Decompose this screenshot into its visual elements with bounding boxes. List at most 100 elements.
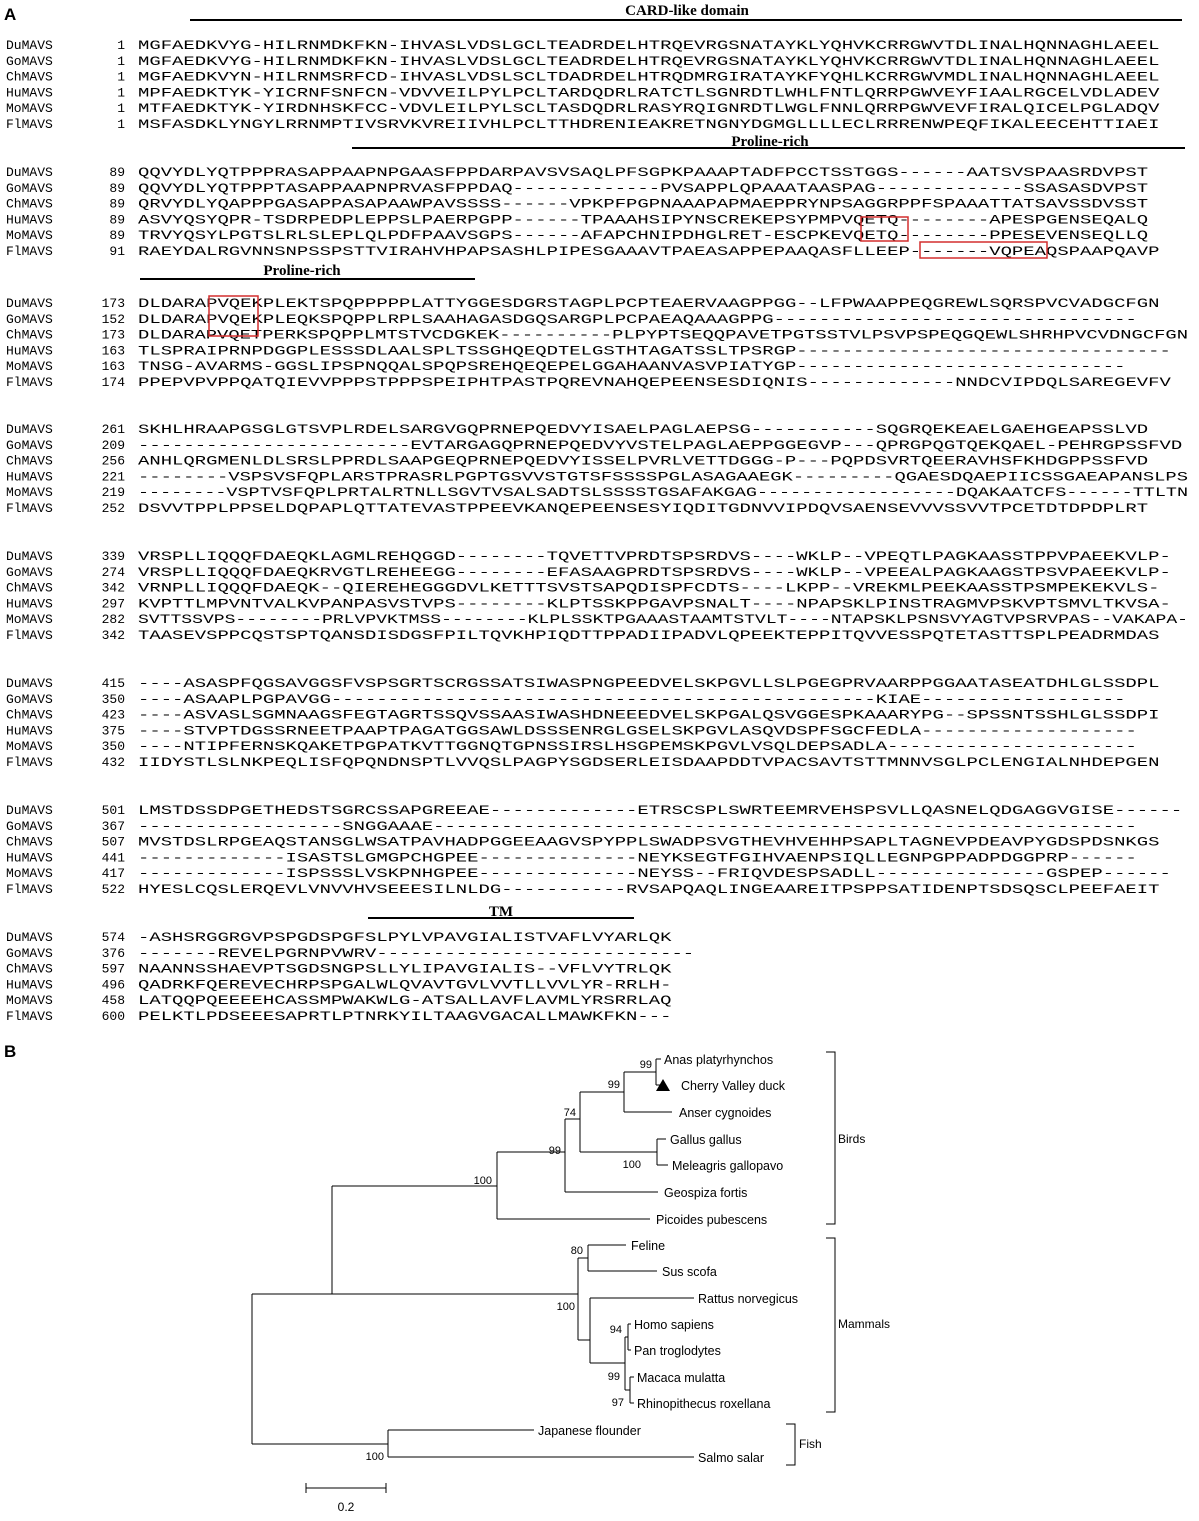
taxon-label-pan: Pan troglodytes: [634, 1344, 721, 1358]
alignment-start-position: 152: [102, 312, 125, 327]
alignment-species-name: MoMAVS: [6, 866, 53, 881]
bootstrap-macaca-rhino: 97: [612, 1397, 624, 1409]
alignment-species-name: DuMAVS: [6, 38, 53, 53]
alignment-sequence: MTFAEDKTYK-YIRDNHSKFCC-VDVLEILPYLSCLTASD…: [138, 101, 1160, 116]
alignment-species-name: ChMAVS: [6, 454, 53, 469]
alignment-sequence: TNSG-AVARMS-GGSLIPSPNQQALSPQPSREHQEQEPEL…: [138, 359, 1125, 374]
alignment-start-position: 367: [102, 819, 125, 834]
alignment-sequence: QRVYDLYQAPPPGASAPPASAPAAWPAVSSSS------VP…: [138, 197, 1148, 212]
alignment-start-position: 256: [102, 454, 125, 469]
taxon-label-feline: Feline: [631, 1239, 665, 1253]
alignment-sequence: VRSPLLIQQQFDAEQKRVGTLREHEEGG--------EFAS…: [138, 565, 1171, 580]
alignment-start-position: 376: [102, 946, 125, 961]
taxon-label-homo: Homo sapiens: [634, 1318, 714, 1332]
alignment-sequence: LATQQPQEEEEHCASSMPWAKWLG-ATSALLAVFLAVMLY…: [138, 993, 672, 1008]
alignment-sequence: TRVYQSYLPGTSLRLSLEPLQLPDFPAAVSGPS------A…: [138, 228, 1148, 243]
alignment-sequence: SVTTSSVPS--------PRLVPVKTMSS--------KLPL…: [138, 612, 1188, 627]
alignment-sequence: MVSTDSLRPGEAQSTANSGLWSATPAVHADPGGEEAAGVS…: [138, 835, 1160, 850]
alignment-start-position: 522: [102, 882, 125, 897]
alignment-species-name: HuMAVS: [6, 343, 53, 358]
alignment-start-position: 252: [102, 501, 125, 516]
alignment-sequence: ----STVPTDGSSRNEETPAAPTPAGATGGSAWLDSSSEN…: [138, 723, 1137, 738]
alignment-species-name: ChMAVS: [6, 962, 53, 977]
alignment-start-position: 350: [102, 692, 125, 707]
alignment-start-position: 458: [102, 993, 125, 1008]
alignment-sequence: ------------------------EVTARGAGQPRNEPQE…: [138, 438, 1182, 453]
alignment-sequence: MGFAEDKVYG-HILRNMDKFKN-IHVASLVDSLGCLTEAD…: [138, 54, 1160, 69]
alignment-sequence: TAASEVSPPCQSTSPTQANSDISDGSFPILTQVKHPIQDT…: [138, 628, 1160, 643]
alignment-sequence: DLDARAPVQEKPLEKTSPQPPPPPLATTYGGESDGRSTAG…: [138, 296, 1160, 311]
alignment-start-position: 339: [102, 549, 125, 564]
alignment-species-name: HuMAVS: [6, 596, 53, 611]
alignment-species-name: HuMAVS: [6, 850, 53, 865]
alignment-start-position: 91: [109, 244, 125, 259]
alignment-species-name: DuMAVS: [6, 549, 53, 564]
alignment-species-name: HuMAVS: [6, 469, 53, 484]
alignment-sequence: PELKTLPDSEEESAPRTLPTNRKYILTAAGVGACALLMAW…: [138, 1009, 671, 1024]
taxon-label-rattus: Rattus norvegicus: [698, 1292, 798, 1306]
alignment-sequence: -ASHSRGGRGVPSPGDSPGFSLPYLVPAVGIALISTVAFL…: [138, 930, 672, 945]
alignment-species-name: FlMAVS: [6, 501, 53, 516]
bootstrap-mammals-core: 100: [557, 1301, 575, 1313]
alignment-species-name: GoMAVS: [6, 181, 53, 196]
alignment-species-name: DuMAVS: [6, 296, 53, 311]
alignment-species-name: DuMAVS: [6, 165, 53, 180]
alignment-start-position: 219: [102, 485, 125, 500]
alignment-sequence: QQVYDLYQTPPPTASAPPAAPNPRVASFPPDAQ-------…: [138, 181, 1148, 196]
alignment-start-position: 597: [102, 962, 125, 977]
alignment-start-position: 342: [102, 628, 125, 643]
bootstrap-fish: 100: [366, 1451, 384, 1463]
domain-card-like: CARD-like domain: [190, 3, 1182, 21]
alignment-start-position: 507: [102, 835, 125, 850]
taxon-label-gallus: Gallus gallus: [670, 1133, 742, 1147]
alignment-start-position: 1: [117, 101, 125, 116]
alignment-species-name: GoMAVS: [6, 312, 53, 327]
alignment-species-name: MoMAVS: [6, 359, 53, 374]
alignment-species-name: HuMAVS: [6, 85, 53, 100]
scale-bar: 0.2: [305, 1483, 387, 1514]
domain-proline-rich-2: Proline-rich: [140, 263, 475, 280]
alignment-sequence: QADRKFQEREVECHRPSPGALWLQVAVTGVLVVTLLVVLY…: [138, 977, 671, 992]
alignment-start-position: 350: [102, 739, 125, 754]
alignment-sequence: TLSPRAIPRNPDGGPLESSSDLAALSPLTSSGHQEQDTEL…: [138, 343, 1171, 358]
alignment-species-name: FlMAVS: [6, 244, 53, 259]
sequence-alignment: DuMAVS 1 MGFAEDKVYG-HILRNMDKFKN-IHVASLVDSL…: [6, 38, 1188, 1024]
alignment-species-name: MoMAVS: [6, 485, 53, 500]
group-brackets: [786, 1051, 836, 1466]
domain-proline-rich-1: Proline-rich: [352, 134, 1185, 150]
alignment-species-name: HuMAVS: [6, 977, 53, 992]
alignment-species-name: ChMAVS: [6, 197, 53, 212]
alignment-species-name: GoMAVS: [6, 438, 53, 453]
bracket-mammals: [826, 1237, 836, 1413]
alignment-species-name: HuMAVS: [6, 723, 53, 738]
alignment-species-name: ChMAVS: [6, 70, 53, 85]
domain-tm: TM: [368, 904, 634, 920]
taxon-label-meleagris: Meleagris gallopavo: [672, 1159, 783, 1173]
alignment-species-name: MoMAVS: [6, 739, 53, 754]
alignment-start-position: 163: [102, 359, 125, 374]
taxon-label-geospiza: Geospiza fortis: [664, 1186, 747, 1200]
alignment-species-name: FlMAVS: [6, 117, 53, 132]
alignment-start-position: 574: [102, 930, 126, 945]
alignment-sequence: MGFAEDKVYN-HILRNMSRFCD-IHVASLVDSLSCLTDAD…: [138, 70, 1160, 85]
group-label-birds: Birds: [838, 1132, 865, 1146]
alignment-start-position: 221: [102, 469, 126, 484]
group-label-fish: Fish: [799, 1437, 822, 1451]
group-label-mammals: Mammals: [838, 1317, 890, 1331]
alignment-start-position: 173: [102, 296, 125, 311]
alignment-sequence: ASVYQSYQPR-TSDRPEDPLEPPSLPAERPGPP------T…: [138, 212, 1148, 227]
panel-a-label: A: [4, 5, 16, 24]
alignment-start-position: 600: [102, 1009, 125, 1024]
alignment-species-name: GoMAVS: [6, 54, 53, 69]
alignment-species-name: ChMAVS: [6, 708, 53, 723]
alignment-species-name: DuMAVS: [6, 803, 53, 818]
alignment-sequence: ----ASASPFQGSAVGGSFVSPSGRTSCRGSSATSIWASP…: [138, 676, 1160, 691]
alignment-start-position: 432: [102, 755, 125, 770]
alignment-sequence: IIDYSTLSLNKPEQLISFQPQNDNSPTLVVQSLPAGPYSG…: [138, 755, 1160, 770]
bracket-birds: [826, 1051, 836, 1225]
alignment-species-name: FlMAVS: [6, 1009, 53, 1024]
bootstrap-gallus-meleagris: 100: [623, 1159, 641, 1171]
alignment-start-position: 163: [102, 343, 125, 358]
bootstrap-galliformes: 99: [549, 1145, 561, 1157]
